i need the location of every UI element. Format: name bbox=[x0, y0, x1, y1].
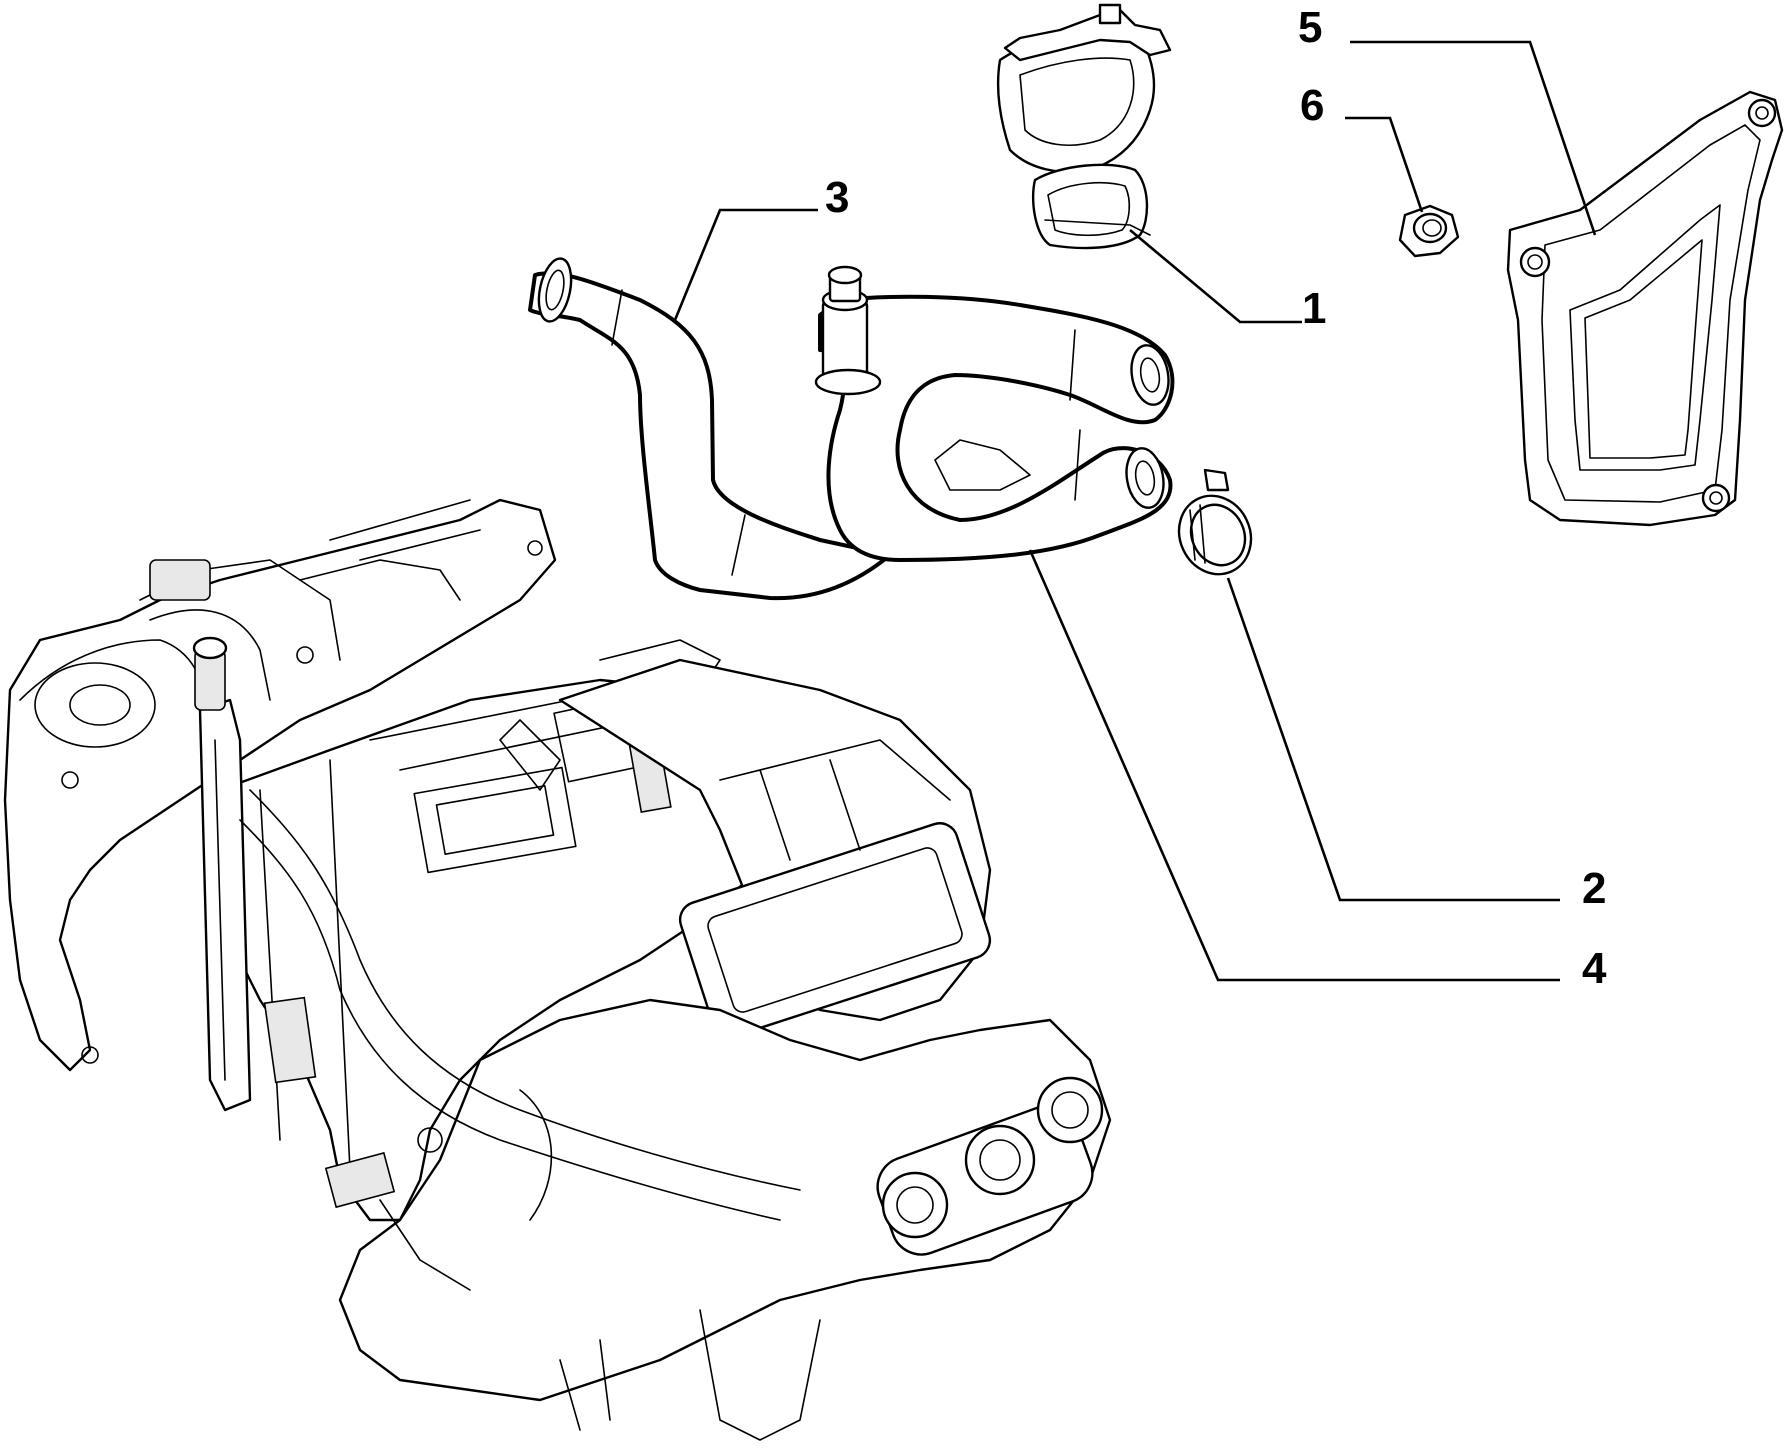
leader-lines bbox=[673, 40, 1597, 982]
leader-1 bbox=[1129, 229, 1302, 324]
leader-3 bbox=[673, 208, 818, 321]
heater-unit-assembly bbox=[3, 498, 1112, 1441]
callout-3: 3 bbox=[825, 173, 849, 222]
nut-6 bbox=[1398, 204, 1460, 258]
callout-2: 2 bbox=[1582, 864, 1606, 913]
callout-6: 6 bbox=[1300, 81, 1324, 130]
hose-clamp-2 bbox=[1177, 468, 1253, 576]
callout-5: 5 bbox=[1298, 3, 1322, 52]
gasket-frame-5 bbox=[1506, 90, 1784, 527]
heater-hose-4 bbox=[818, 294, 1175, 562]
leader-5 bbox=[1350, 40, 1597, 236]
callout-4: 4 bbox=[1582, 944, 1607, 993]
hose-clip-1 bbox=[996, 3, 1172, 250]
leader-6 bbox=[1345, 116, 1424, 213]
callout-labels: 1 2 3 4 5 6 bbox=[825, 3, 1607, 993]
heater-hoses bbox=[528, 257, 1175, 601]
heater-hose-3 bbox=[528, 271, 892, 601]
leader-4 bbox=[1028, 549, 1560, 982]
leader-2 bbox=[1226, 577, 1560, 902]
callout-1: 1 bbox=[1302, 284, 1326, 333]
